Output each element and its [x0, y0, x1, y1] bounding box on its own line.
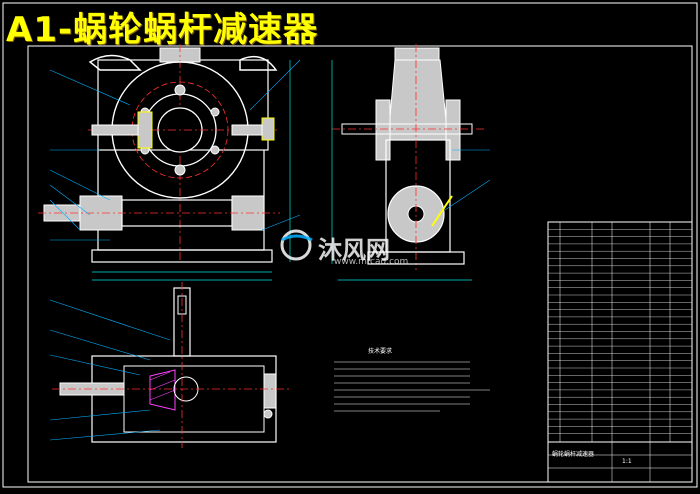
- technical-notes-graphic: [334, 361, 490, 412]
- title-block-frame: [547, 441, 693, 483]
- top-hatch-1: [149, 371, 171, 381]
- top-leader-4: [49, 409, 151, 421]
- drawing-title: A1-蜗轮蜗杆减速器: [6, 10, 319, 50]
- leader-7: [249, 59, 301, 111]
- wheel-shaft-left: [91, 124, 139, 136]
- watermark-logo-swoosh: [281, 234, 313, 242]
- left-bearing-cap: [137, 111, 153, 149]
- top-leader-3: [49, 354, 141, 376]
- parts-list: [547, 221, 693, 443]
- top-leader-5: [49, 429, 161, 441]
- leader-8: [261, 214, 301, 231]
- watermark-logo-ring: [280, 229, 312, 261]
- right-bearing-cap: [261, 117, 275, 141]
- leader-5: [49, 199, 81, 231]
- lifting-lug-left: [88, 54, 142, 71]
- top-inner: [123, 365, 265, 433]
- leader-3: [49, 169, 111, 201]
- bolt-hole-1: [174, 84, 186, 96]
- top-bolt-right: [263, 409, 273, 419]
- side-top-vent: [394, 47, 440, 61]
- side-dipstick: [431, 195, 453, 227]
- side-bearing-right: [445, 99, 461, 161]
- bolt-hole-6: [210, 145, 220, 155]
- title-block: [547, 441, 693, 483]
- top-housing: [91, 355, 277, 443]
- side-view: [331, 44, 491, 281]
- leader-1: [49, 69, 131, 106]
- parts-list-frame: [547, 221, 693, 443]
- watermark-logo: [280, 229, 313, 261]
- leader-4: [49, 184, 91, 216]
- technical-requirements-heading: 技术要求: [368, 348, 393, 355]
- sheet-outer-border: [2, 2, 698, 488]
- bolt-hole-4: [210, 107, 220, 117]
- top-hatch-2: [149, 379, 176, 391]
- lifting-lug-right: [239, 55, 278, 71]
- front-view: [38, 44, 301, 281]
- side-base: [367, 251, 465, 265]
- top-view: [49, 282, 290, 448]
- top-hatch-3: [149, 389, 176, 401]
- front-base: [91, 249, 273, 263]
- top-leader-2: [49, 329, 151, 361]
- watermark-logo-text: 沐风网: [318, 236, 390, 264]
- side-leader-2: [444, 179, 491, 211]
- top-cap-right: [263, 373, 277, 409]
- title-block-scale: 1:1: [622, 458, 632, 465]
- title-block-drawing-name: 蜗轮蜗杆减速器: [552, 451, 595, 458]
- side-bearing-left: [375, 99, 391, 161]
- parts-list-rows: [548, 229, 692, 434]
- watermark-url: www.mfcad.com: [334, 257, 409, 267]
- wheel-shaft-right: [231, 124, 263, 136]
- bolt-hole-2: [174, 164, 186, 176]
- top-leader-1: [49, 299, 171, 341]
- side-cover-top: [387, 59, 449, 141]
- top-wheel-section: [149, 369, 176, 411]
